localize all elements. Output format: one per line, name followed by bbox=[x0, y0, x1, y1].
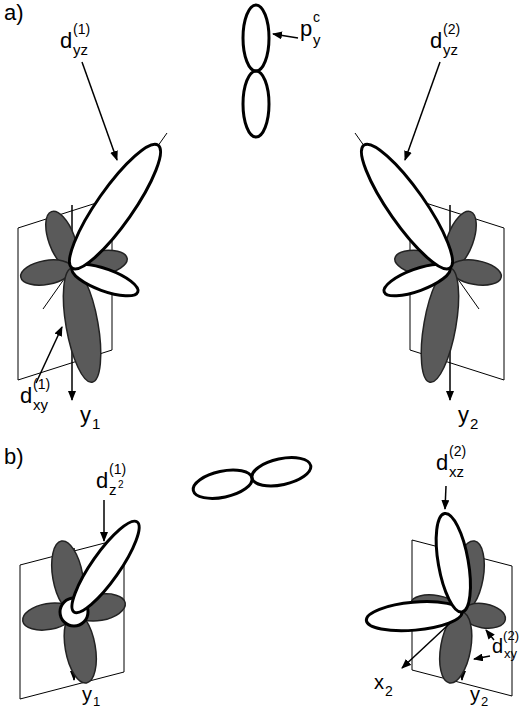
p-orbital-a bbox=[243, 5, 269, 137]
atom-index: (1) bbox=[73, 22, 90, 36]
orbital-subscript: y bbox=[313, 32, 321, 47]
axis-subscript: 2 bbox=[470, 416, 478, 431]
orbital-symbol: d bbox=[492, 636, 503, 656]
orbital-symbol: d bbox=[96, 470, 108, 492]
orbital-subscript: xy bbox=[504, 647, 517, 660]
orbital-subscript: xz bbox=[449, 464, 464, 479]
axis-label: y bbox=[470, 684, 480, 704]
orbital-symbol: d bbox=[430, 30, 442, 52]
orbital-subscript: xy bbox=[33, 397, 48, 412]
orbital-symbol: p bbox=[300, 18, 312, 40]
axis-subscript: 2 bbox=[385, 684, 393, 698]
atom-index: (2) bbox=[503, 629, 519, 642]
atom-index: (1) bbox=[33, 377, 50, 391]
left-atom-b bbox=[20, 514, 149, 699]
p-orbital-b bbox=[191, 453, 314, 503]
orbital-symbol: d bbox=[20, 385, 32, 407]
panel-letter: a) bbox=[4, 2, 24, 24]
leader-lines-a bbox=[36, 34, 440, 383]
panel-letter: b) bbox=[4, 446, 24, 468]
axis-label: y bbox=[80, 404, 91, 426]
leader-lines-b bbox=[104, 486, 494, 659]
atom-index: (2) bbox=[449, 444, 466, 458]
orbital-subscript: z bbox=[109, 482, 117, 497]
axis-label: y bbox=[82, 684, 92, 704]
orbital-symbol: d bbox=[436, 452, 448, 474]
axis-subscript: 1 bbox=[92, 416, 100, 431]
atom-index: (1) bbox=[109, 462, 126, 476]
axis-label: x bbox=[374, 672, 384, 692]
atom-index: (2) bbox=[443, 22, 460, 36]
axis-label: y bbox=[458, 404, 469, 426]
axis-subscript: 1 bbox=[93, 695, 100, 708]
right-atom-b bbox=[365, 511, 512, 696]
orbital-symbol: d bbox=[60, 30, 72, 52]
orbital-superscript: 2 bbox=[118, 480, 124, 490]
axis-subscript: 2 bbox=[481, 695, 488, 708]
atom-index: c bbox=[313, 10, 320, 24]
orbital-subscript: yz bbox=[73, 42, 88, 57]
left-atom-a bbox=[18, 133, 173, 400]
orbital-subscript: yz bbox=[443, 42, 458, 57]
right-atom-a bbox=[349, 133, 504, 400]
